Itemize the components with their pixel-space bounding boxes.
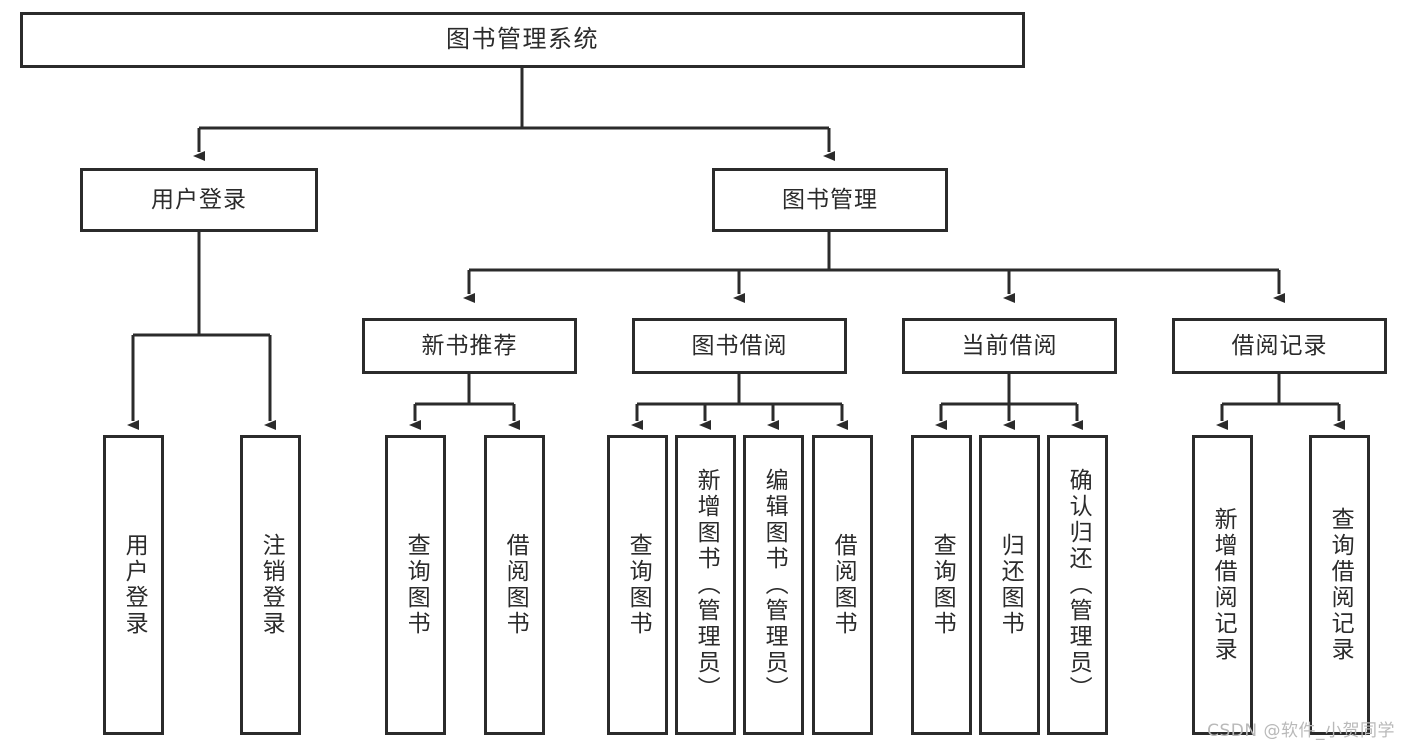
node-label: 新增借阅记录 xyxy=(1210,507,1237,663)
node-label: 编辑图书（管理员） xyxy=(761,468,788,702)
node-label: 查询图书 xyxy=(625,533,652,637)
node-user-login[interactable]: 用户登录 xyxy=(80,168,318,232)
leaf-borrow-query-books[interactable]: 查询图书 xyxy=(607,435,668,735)
node-label: 用户登录 xyxy=(151,186,247,213)
node-label: 当前借阅 xyxy=(961,332,1058,359)
leaf-borrow-edit-book-admin[interactable]: 编辑图书（管理员） xyxy=(743,435,804,735)
node-book-borrow[interactable]: 图书借阅 xyxy=(632,318,847,374)
node-book-management[interactable]: 图书管理 xyxy=(712,168,948,232)
leaf-record-add-borrow-record[interactable]: 新增借阅记录 xyxy=(1192,435,1253,735)
node-new-book-recommend[interactable]: 新书推荐 xyxy=(362,318,577,374)
node-label: 借阅图书 xyxy=(830,533,857,637)
leaf-current-return-books[interactable]: 归还图书 xyxy=(979,435,1040,735)
node-current-borrow[interactable]: 当前借阅 xyxy=(902,318,1117,374)
leaf-borrow-add-book-admin[interactable]: 新增图书（管理员） xyxy=(675,435,736,735)
node-label: 查询图书 xyxy=(403,533,430,637)
watermark-text: CSDN @软件_小贺同学 xyxy=(1207,721,1395,741)
leaf-record-query-borrow-record[interactable]: 查询借阅记录 xyxy=(1309,435,1370,735)
leaf-current-confirm-return-admin[interactable]: 确认归还（管理员） xyxy=(1047,435,1108,735)
leaf-borrow-borrow-books[interactable]: 借阅图书 xyxy=(812,435,873,735)
node-label: 归还图书 xyxy=(997,533,1024,637)
node-label: 图书管理系统 xyxy=(446,25,599,54)
node-label: 用户登录 xyxy=(121,533,148,637)
leaf-user-login-signin[interactable]: 用户登录 xyxy=(103,435,164,735)
node-label: 新书推荐 xyxy=(421,332,518,359)
node-label: 借阅图书 xyxy=(502,533,529,637)
leaf-current-query-books[interactable]: 查询图书 xyxy=(911,435,972,735)
node-label: 借阅记录 xyxy=(1231,332,1328,359)
node-label: 图书管理 xyxy=(782,186,878,213)
node-label: 新增图书（管理员） xyxy=(693,468,720,702)
node-label: 注销登录 xyxy=(258,533,285,637)
node-label: 查询图书 xyxy=(929,533,956,637)
node-label: 确认归还（管理员） xyxy=(1065,468,1092,702)
node-borrow-record[interactable]: 借阅记录 xyxy=(1172,318,1387,374)
leaf-new-book-query-books[interactable]: 查询图书 xyxy=(385,435,446,735)
node-root-book-management-system[interactable]: 图书管理系统 xyxy=(20,12,1025,68)
leaf-user-login-signout[interactable]: 注销登录 xyxy=(240,435,301,735)
node-label: 查询借阅记录 xyxy=(1327,507,1354,663)
leaf-new-book-borrow-books[interactable]: 借阅图书 xyxy=(484,435,545,735)
node-label: 图书借阅 xyxy=(691,332,788,359)
